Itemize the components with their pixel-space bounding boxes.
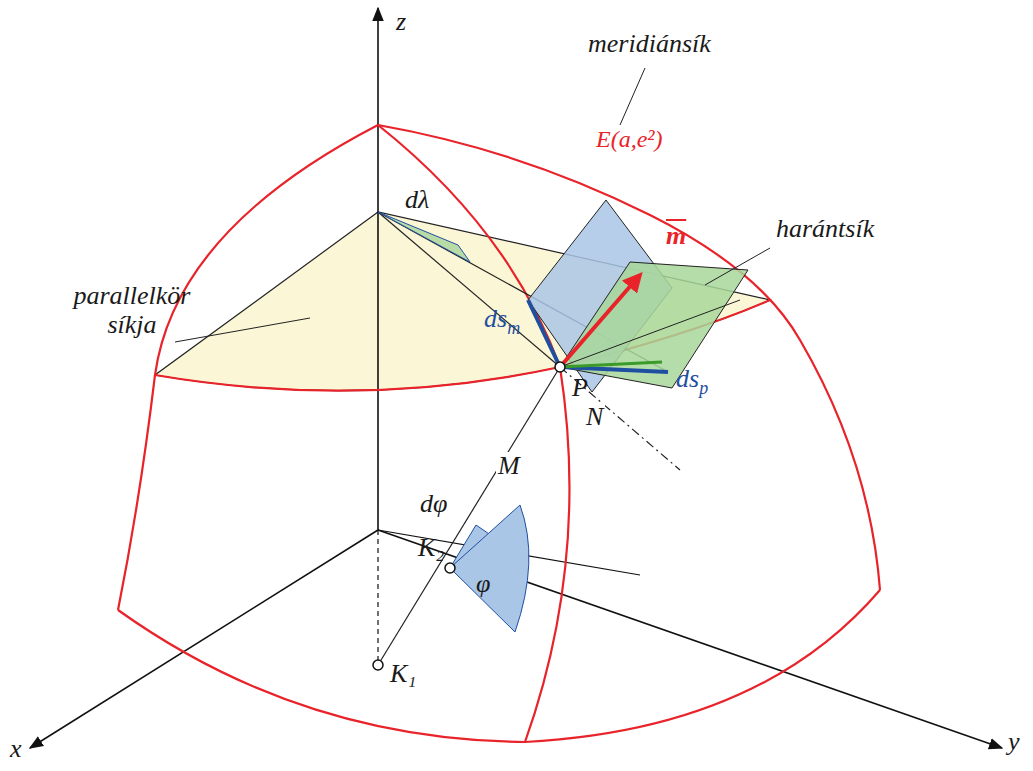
point-label: P <box>572 374 588 403</box>
angle-label: φ <box>476 570 490 599</box>
arc-label: ds <box>484 305 507 334</box>
arc-subscript: m <box>507 319 520 339</box>
axis-label: y <box>1008 728 1020 757</box>
angle-label: dφ <box>420 490 447 519</box>
angle-label: dλ <box>405 186 429 215</box>
vector-label: m <box>666 222 686 251</box>
arc-label: ds <box>676 365 699 394</box>
radius-label: M <box>496 452 522 481</box>
arc-subscript: p <box>699 379 708 399</box>
point-label: K₁ <box>390 660 416 689</box>
plane-label: harántsík <box>776 215 874 244</box>
point-label: K₂ <box>418 534 444 563</box>
ellipsoid-label: E(a,e²) <box>596 126 663 152</box>
axis-label: z <box>396 8 406 37</box>
axis-label: x <box>10 735 22 764</box>
plane-label: parallelkör síkja <box>72 282 192 339</box>
plane-label: meridiánsík <box>588 30 711 59</box>
radius-label: N <box>584 403 605 432</box>
